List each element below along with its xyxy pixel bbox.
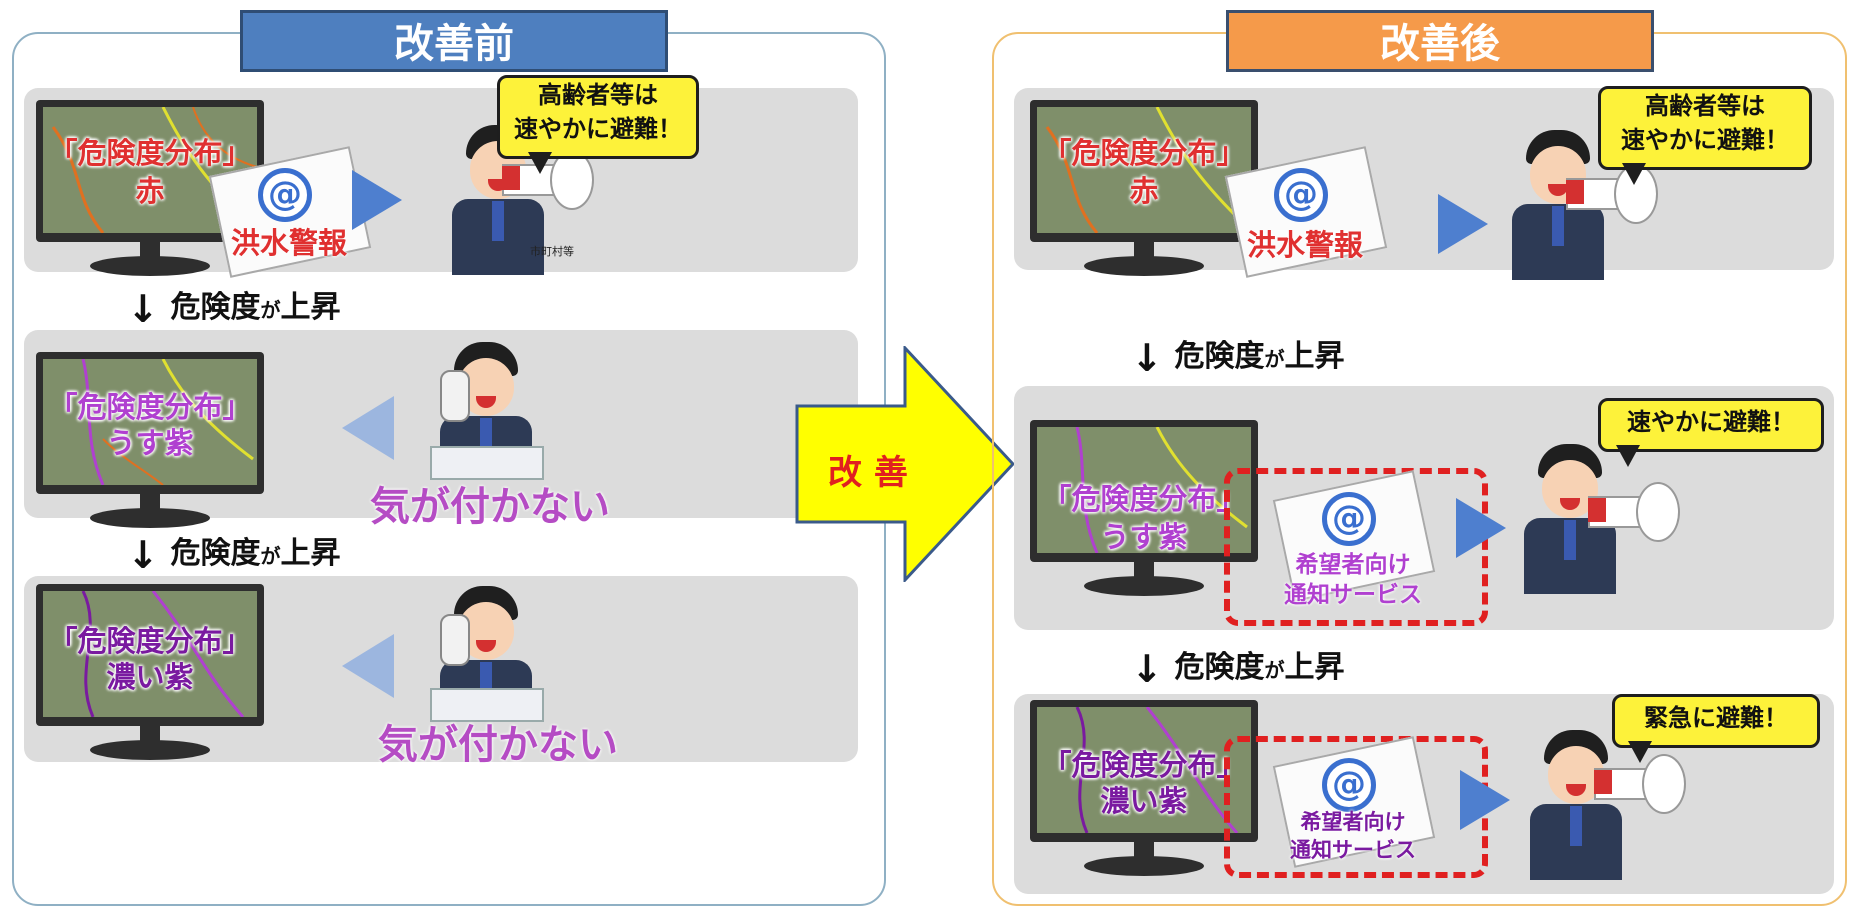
bubble-line-2: 速やかに避難！ bbox=[514, 115, 682, 143]
risk-rise-step: ↓ 危険度が上昇 bbox=[127, 286, 341, 331]
right-arrow-icon bbox=[1456, 498, 1506, 558]
bubble-line-1: 高齢者等は bbox=[538, 81, 658, 109]
map-color-label: うす紫 bbox=[106, 426, 194, 460]
risk-rise-step: ↓ 危険度が上昇 bbox=[127, 532, 341, 577]
before-header: 改善前 bbox=[240, 10, 668, 72]
desk-phone bbox=[430, 688, 544, 722]
left-arrow-icon bbox=[342, 396, 394, 460]
map-color-label: 赤 bbox=[135, 174, 165, 208]
monitor-icon: 「危険度分布」 赤 bbox=[1030, 100, 1258, 278]
map-color-label: 赤 bbox=[1129, 174, 1159, 208]
person-icon bbox=[1490, 130, 1630, 280]
bubble-line-1: 速やかに避難！ bbox=[1627, 408, 1795, 436]
unnoticed-message: 気が付かない bbox=[378, 722, 618, 768]
map-color-label: うす紫 bbox=[1100, 520, 1188, 554]
envelope-label: 希望者向け 通知サービス bbox=[1284, 552, 1422, 608]
after-header: 改善後 bbox=[1226, 10, 1654, 72]
down-arrow-icon: ↓ bbox=[127, 286, 159, 331]
bubble-line-1: 高齢者等は bbox=[1645, 92, 1765, 120]
improvement-arrow-icon bbox=[795, 346, 1015, 582]
improvement-label: 改 善 bbox=[828, 453, 908, 493]
megaphone-icon bbox=[1588, 482, 1680, 542]
envelope-at-icon: @ 希望者向け 通知サービス bbox=[1272, 470, 1436, 608]
down-arrow-icon: ↓ bbox=[127, 532, 159, 577]
unnoticed-message: 気が付かない bbox=[370, 484, 610, 530]
map-label: 「危険度分布」 bbox=[1042, 136, 1246, 170]
envelope-at-icon: @ 洪水警報 bbox=[208, 146, 372, 278]
bubble-line-2: 速やかに避難！ bbox=[1621, 126, 1789, 154]
bubble-tail bbox=[1616, 445, 1640, 467]
bubble-tail bbox=[1628, 741, 1652, 763]
municipality-caption: 市町村等 bbox=[530, 245, 574, 258]
telephone-icon bbox=[440, 614, 470, 666]
bubble-tail bbox=[528, 152, 552, 174]
speech-bubble: 緊急に避難！ bbox=[1612, 694, 1820, 748]
speech-bubble: 速やかに避難！ bbox=[1598, 398, 1824, 452]
envelope-at-icon: @ 希望者向け 通知サービス bbox=[1272, 736, 1436, 868]
left-arrow-icon bbox=[342, 634, 394, 698]
map-color-label: 濃い紫 bbox=[1100, 784, 1188, 818]
down-arrow-icon: ↓ bbox=[1131, 335, 1163, 380]
map-label: 「危険度分布」 bbox=[48, 390, 252, 424]
right-arrow-icon bbox=[352, 170, 402, 230]
bubble-line-1: 緊急に避難！ bbox=[1644, 704, 1788, 732]
envelope-label: 洪水警報 bbox=[1246, 228, 1363, 262]
speech-bubble: 高齢者等は 速やかに避難！ bbox=[497, 75, 699, 159]
envelope-label: 希望者向け 通知サービス bbox=[1290, 810, 1416, 862]
speech-bubble: 高齢者等は 速やかに避難！ bbox=[1598, 86, 1812, 170]
risk-rise-step: ↓ 危険度が上昇 bbox=[1131, 646, 1345, 691]
megaphone-icon bbox=[502, 150, 594, 210]
monitor-icon: 「危険度分布」 うす紫 bbox=[1030, 420, 1258, 598]
envelope-label: 洪水警報 bbox=[230, 226, 347, 260]
monitor-icon: 「危険度分布」 濃い紫 bbox=[1030, 700, 1258, 878]
risk-rise-step: ↓ 危険度が上昇 bbox=[1131, 335, 1345, 380]
right-arrow-icon bbox=[1460, 770, 1510, 830]
right-arrow-icon bbox=[1438, 194, 1488, 254]
megaphone-icon bbox=[1594, 754, 1686, 814]
monitor-icon: 「危険度分布」 うす紫 bbox=[36, 352, 264, 530]
map-label: 「危険度分布」 bbox=[1042, 482, 1246, 516]
map-label: 「危険度分布」 bbox=[48, 624, 252, 658]
envelope-at-icon: @ 洪水警報 bbox=[1224, 146, 1388, 278]
desk-phone bbox=[430, 446, 544, 480]
map-label: 「危険度分布」 bbox=[48, 136, 252, 170]
down-arrow-icon: ↓ bbox=[1131, 646, 1163, 691]
monitor-icon: 「危険度分布」 濃い紫 bbox=[36, 584, 264, 762]
map-color-label: 濃い紫 bbox=[106, 660, 194, 694]
bubble-tail bbox=[1622, 163, 1646, 185]
telephone-icon bbox=[440, 370, 470, 422]
map-label: 「危険度分布」 bbox=[1042, 748, 1246, 782]
